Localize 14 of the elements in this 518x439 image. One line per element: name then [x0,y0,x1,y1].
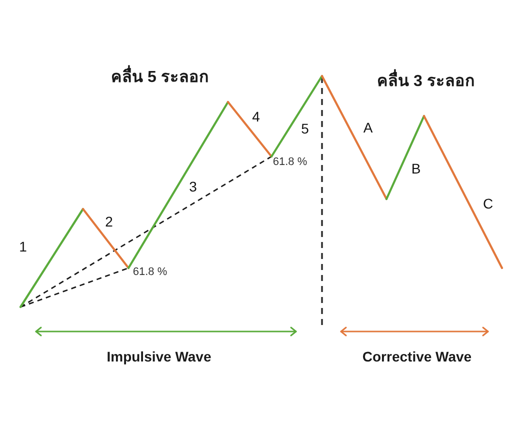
retracement-label: 61.8 % [272,157,308,169]
wave-letter: A [363,120,373,136]
wave-number: 2 [105,214,113,230]
wave-number: 3 [189,180,197,194]
wave-number: 5 [301,122,309,136]
wave-number: 1 [19,240,27,254]
wave-number: 4 [252,110,260,124]
wave-letter: B [411,162,421,176]
section-caption: Corrective Wave [362,350,472,364]
wave-letter: C [482,196,494,212]
wave-count-heading: คลื่น 5 ระลอก [110,60,210,96]
section-caption: Impulsive Wave [106,350,212,364]
wave-count-heading: คลื่น 3 ระลอก [376,64,476,100]
retracement-label: 61.8 % [132,267,168,279]
